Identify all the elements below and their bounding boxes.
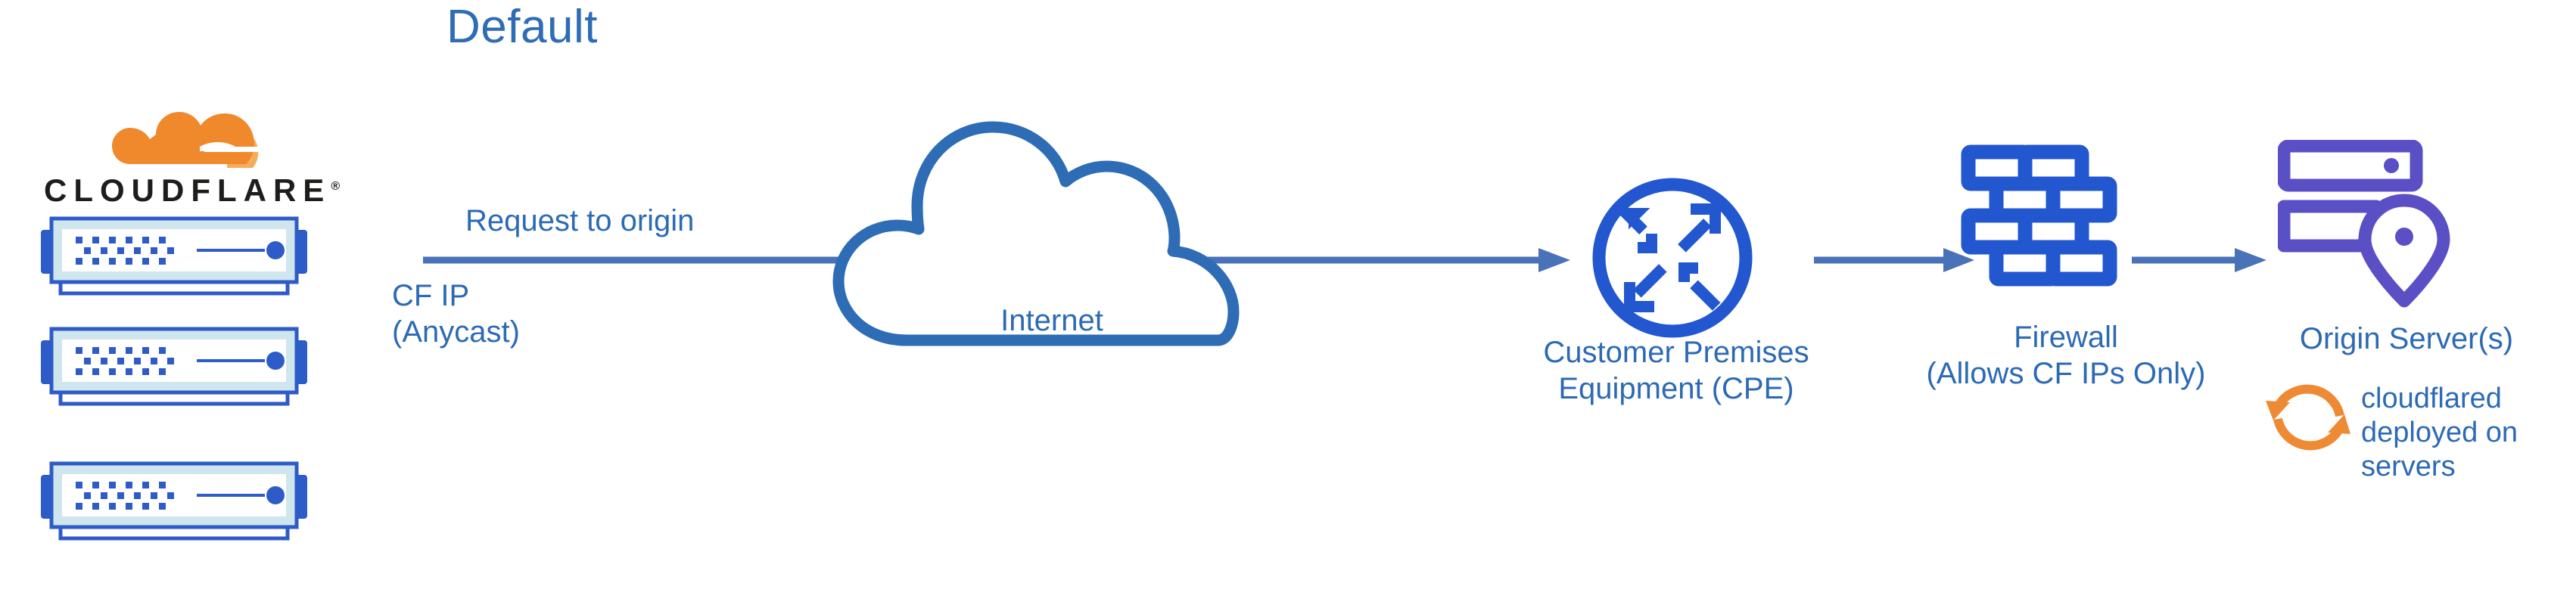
cloudflared-note: cloudflared deployed on servers	[2361, 382, 2550, 484]
cloudflared-note-line3: servers	[2361, 451, 2456, 482]
brick-wall-icon	[1960, 144, 2119, 302]
server-stack-location-pin-icon	[2277, 139, 2467, 310]
router-four-arrows-circle-icon	[1585, 171, 1759, 345]
arrow-firewall-to-origin	[2130, 243, 2270, 278]
server-rack-icon	[23, 460, 356, 543]
registered-mark: ®	[331, 180, 341, 193]
cf-ip-line1: CF IP	[392, 279, 470, 312]
internet-label: Internet	[1000, 304, 1103, 337]
request-to-origin-label: Request to origin	[465, 204, 695, 237]
sync-arrows-icon	[2261, 372, 2360, 467]
cpe-caption: Customer Premises Equipment (CPE)	[1502, 334, 1850, 407]
firewall-label-line1: Firewall	[2014, 321, 2118, 354]
cf-ip-label: CF IP (Anycast)	[392, 278, 520, 350]
origin-caption: Origin Server(s)	[2299, 322, 2514, 355]
cf-ip-line2: (Anycast)	[392, 315, 520, 349]
firewall-label-line2: (Allows CF IPs Only)	[1926, 357, 2206, 390]
cloudflare-wordmark: CLOUDFLARE®	[44, 172, 340, 209]
server-rack-icon	[23, 325, 356, 408]
server-rack-icon	[23, 215, 356, 298]
cloudflared-note-line2: deployed on	[2361, 417, 2518, 448]
wordmark-text: CLOUDFLARE	[44, 172, 331, 208]
page-title: Default	[446, 1, 598, 53]
arrow-cpe-to-firewall	[1812, 243, 1979, 278]
firewall-caption: Firewall (Allows CF IPs Only)	[1877, 319, 2255, 392]
cloudflared-note-line1: cloudflared	[2361, 383, 2502, 414]
cloudflare-logo-icon	[112, 97, 263, 175]
cpe-label-line2: Equipment (CPE)	[1558, 372, 1794, 405]
internet-cloud-icon	[825, 106, 1286, 355]
cpe-label-line1: Customer Premises	[1543, 336, 1809, 369]
